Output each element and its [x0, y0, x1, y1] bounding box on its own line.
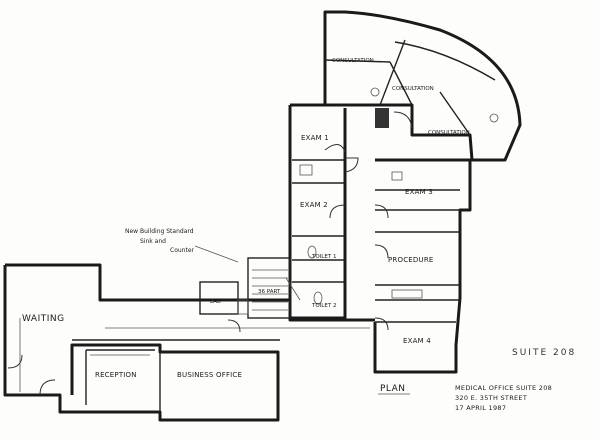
room-label-toilet-2: TOILET 2 [311, 303, 336, 309]
room-label-toilet-1: TOILET 1 [311, 254, 336, 260]
room-label-consultation: CONSULTATION [428, 130, 470, 136]
suite-tag: SUITE 208 [512, 348, 576, 358]
doors [7, 111, 413, 396]
sink-counter [391, 289, 423, 299]
sink-counter [391, 171, 403, 181]
annotation-leader [194, 245, 239, 263]
room-label-reception: RECEPTION [95, 371, 137, 379]
drawing-label-plan: PLAN [380, 384, 406, 394]
room-label-exam-4: EXAM 4 [403, 337, 431, 345]
sink-note-line1: New Building Standard [125, 228, 194, 235]
room-label-procedure: PROCEDURE [388, 256, 434, 264]
toilet-fixture [307, 245, 317, 259]
fixture-circle [370, 87, 380, 97]
room-label-waiting: WAITING [22, 314, 65, 324]
room-label-consultation: CONSULTATION [332, 58, 374, 64]
exterior-walls [3, 10, 522, 422]
sink-counter [299, 164, 313, 176]
column-hatch [375, 108, 389, 128]
room-label-exam-2: EXAM 2 [300, 201, 328, 209]
sink-note-line3: Counter [170, 247, 195, 254]
title-block-line3: 17 APRIL 1987 [455, 404, 506, 412]
interior-walls [72, 39, 496, 412]
room-label-business-office: BUSINESS OFFICE [177, 371, 242, 379]
title-block-line2: 320 E. 35TH STREET [455, 394, 527, 402]
fixtures [19, 87, 499, 392]
sink-counter [237, 299, 249, 315]
room-label-lab: LAB [210, 299, 221, 305]
title-block-line1: MEDICAL OFFICE SUITE 208 [455, 384, 552, 392]
room-label-stair: 36 PART [258, 289, 281, 295]
toilet-fixture [313, 291, 323, 305]
fixture-circle [489, 113, 499, 123]
sink-note-line2: Sink and [140, 238, 166, 245]
room-label-exam-3: EXAM 3 [405, 188, 433, 196]
room-label-exam-1: EXAM 1 [301, 134, 329, 142]
room-label-consultation: CONSULTATION [392, 86, 434, 92]
